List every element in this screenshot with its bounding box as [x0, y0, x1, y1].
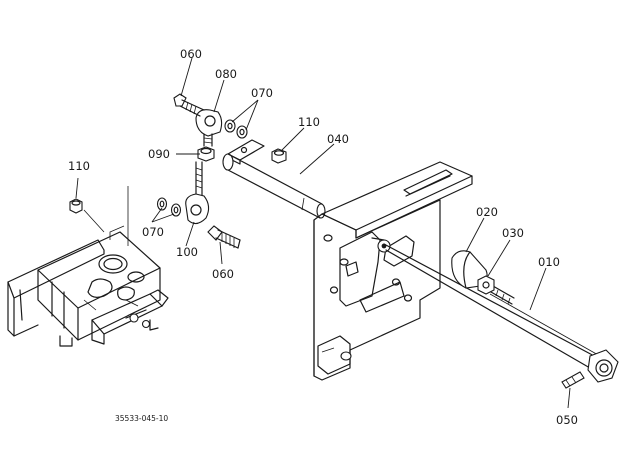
- callout-030: 030: [502, 226, 524, 240]
- valve-block-assembly: [7, 225, 169, 347]
- rod-end-100: [185, 161, 210, 225]
- callout-020: 020: [476, 205, 498, 219]
- nut-110-left: [69, 198, 83, 214]
- washers-070-left: [156, 197, 182, 217]
- callout-110-upper: 110: [298, 115, 320, 129]
- leader-lines: [75, 57, 571, 409]
- callout-060-upper: 060: [180, 47, 202, 61]
- callout-070-upper: 070: [251, 86, 273, 100]
- callout-040: 040: [327, 132, 349, 146]
- nut-110-upper: [271, 148, 287, 164]
- callout-060-lower: 060: [212, 267, 234, 281]
- nut-090: [197, 146, 215, 162]
- pin-050: [561, 371, 585, 389]
- callout-110-left: 110: [68, 159, 90, 173]
- guide-line-left: [83, 209, 105, 233]
- bolt-060-upper: [173, 93, 205, 117]
- callout-010: 010: [538, 255, 560, 269]
- bolt-060-lower: [207, 225, 241, 249]
- callout-070-left: 070: [142, 225, 164, 239]
- callout-labels: 060 080 070 110 040 090 110 070 100 060 …: [68, 47, 578, 427]
- callout-100: 100: [176, 245, 198, 259]
- callout-050: 050: [556, 413, 578, 427]
- callout-080: 080: [215, 67, 237, 81]
- callout-090: 090: [148, 147, 170, 161]
- lever-010: [383, 243, 619, 383]
- nut-030: [477, 275, 495, 295]
- rod-end-080: [195, 109, 223, 147]
- mounting-bracket: [313, 161, 473, 381]
- washers-070-upper: [224, 119, 248, 139]
- drawing-code: 35533-045-10: [115, 414, 168, 423]
